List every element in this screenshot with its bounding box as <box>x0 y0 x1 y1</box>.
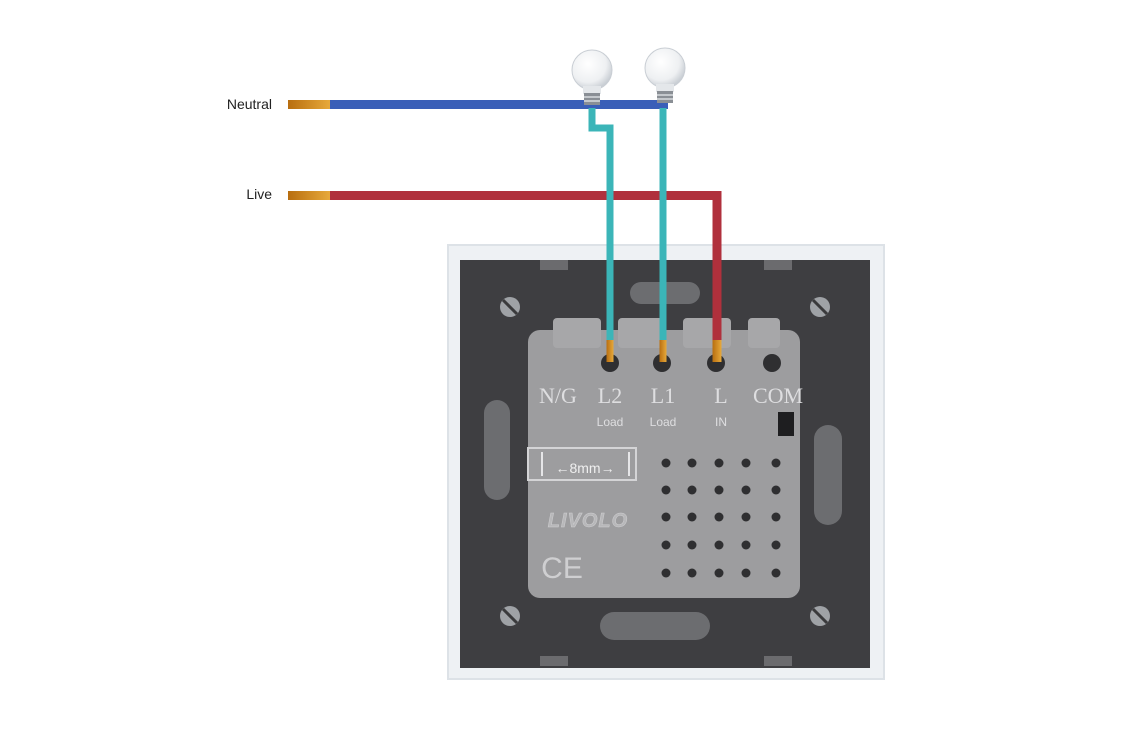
live-label: Live <box>246 186 272 202</box>
terminal-label-com: COM <box>753 383 803 408</box>
vent-hole <box>687 512 697 522</box>
vent-hole <box>687 540 697 550</box>
vent-hole <box>714 485 724 495</box>
bulb-icon <box>571 49 613 105</box>
vent-hole <box>741 568 751 578</box>
terminal-sublabel-l: IN <box>715 415 727 429</box>
vent-hole <box>771 485 781 495</box>
ce-mark: CE <box>541 552 583 585</box>
mount-slot-left <box>484 400 510 500</box>
vent-hole <box>741 540 751 550</box>
vent-hole <box>714 512 724 522</box>
copper-tip <box>288 191 330 200</box>
live-wire <box>288 191 722 362</box>
brand-logo: LIVOLO <box>548 510 628 532</box>
vent-hole <box>741 512 751 522</box>
terminal-label-l1: L1 <box>651 383 675 408</box>
terminal-label-ng: N/G <box>539 383 577 408</box>
strip-length-label: 8mm <box>569 460 600 476</box>
com-port <box>778 412 794 436</box>
vent-hole <box>661 485 671 495</box>
switch-module: ←8mm→ LIVOLO CE <box>527 318 800 598</box>
bulb-icon <box>644 47 686 103</box>
vent-hole <box>661 512 671 522</box>
screw-icon <box>500 297 520 317</box>
terminal-sublabel-l2: Load <box>597 415 624 429</box>
vent-hole <box>771 568 781 578</box>
neutral-wire <box>288 100 668 109</box>
neutral-label: Neutral <box>226 96 272 112</box>
mount-slot-right <box>814 425 842 525</box>
vent-hole <box>687 485 697 495</box>
screw-icon <box>500 606 520 626</box>
vent-hole <box>771 458 781 468</box>
svg-text:←8mm→: ←8mm→ <box>555 460 614 476</box>
vent-hole <box>771 540 781 550</box>
strip-gauge <box>527 447 637 481</box>
vent-hole <box>661 540 671 550</box>
vent-hole <box>661 568 671 578</box>
vent-hole <box>741 485 751 495</box>
load-wire-l1 <box>659 108 667 362</box>
load-wire-l2 <box>588 108 614 362</box>
vent-hole <box>714 458 724 468</box>
screw-icon <box>810 606 830 626</box>
vent-hole <box>741 458 751 468</box>
terminal-label-l2: L2 <box>598 383 622 408</box>
copper-tip <box>288 100 330 109</box>
mount-slot-bottom <box>600 612 710 640</box>
vent-hole <box>714 568 724 578</box>
vent-holes <box>661 458 781 578</box>
vent-hole <box>714 540 724 550</box>
vent-hole <box>687 458 697 468</box>
screw-icon <box>810 297 830 317</box>
vent-hole <box>771 512 781 522</box>
vent-hole <box>661 458 671 468</box>
terminal-label-l: L <box>714 383 727 408</box>
vent-hole <box>687 568 697 578</box>
terminal-sublabel-l1: Load <box>650 415 677 429</box>
